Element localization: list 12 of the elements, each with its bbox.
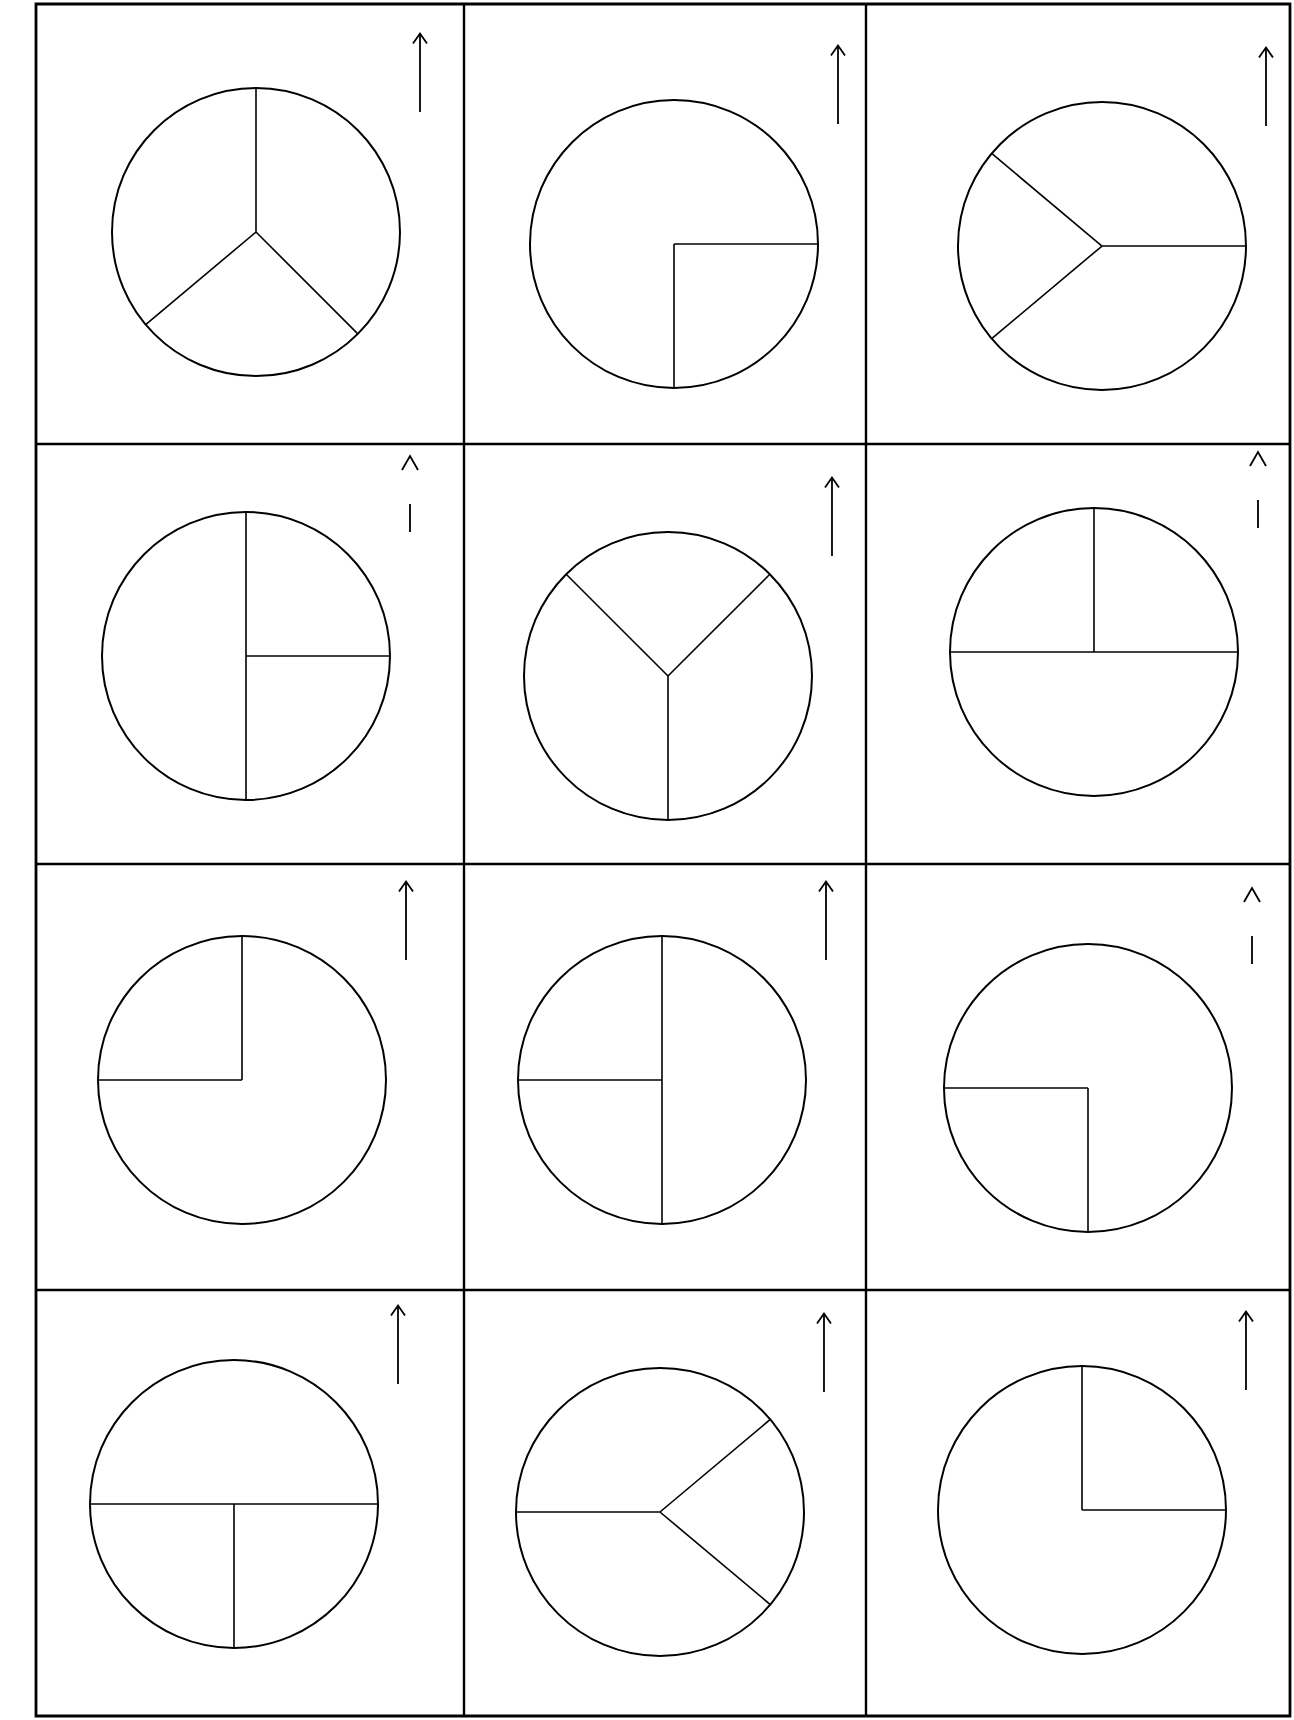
divided-circle [111,87,401,377]
divided-circle [937,1365,1227,1655]
divided-circle [101,511,391,801]
divided-circle [949,507,1239,797]
divided-circle [529,99,819,389]
divided-circle [943,943,1233,1233]
divided-circle [515,1367,805,1657]
divided-circle [517,935,807,1225]
divided-circle [97,935,387,1225]
divided-circle [957,101,1247,391]
divided-circle [523,531,813,821]
divided-circle [89,1359,379,1649]
